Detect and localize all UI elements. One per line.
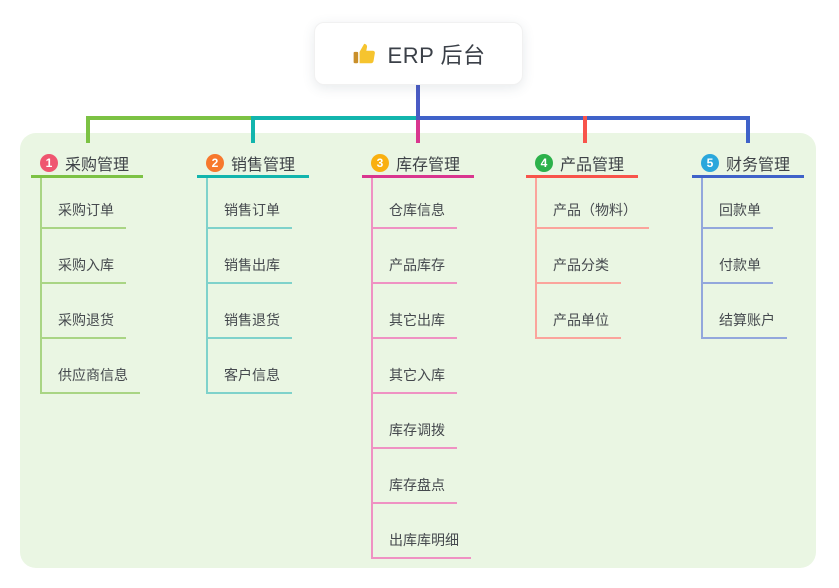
child-node[interactable]: 其它出库: [371, 275, 457, 339]
branch-product: 4 产品管理 产品（物料） 产品分类 产品单位: [526, 150, 649, 339]
branch-label: 销售管理: [231, 156, 296, 174]
child-node[interactable]: 付款单: [701, 220, 773, 284]
branch-spine-line: [535, 178, 537, 339]
child-node[interactable]: 产品库存: [371, 220, 457, 284]
child-node[interactable]: 库存调拨: [371, 385, 457, 449]
child-node[interactable]: 出库库明细: [371, 495, 471, 559]
child-node[interactable]: 销售订单: [206, 165, 292, 229]
child-node[interactable]: 库存盘点: [371, 440, 457, 504]
branch-number-badge: 3: [371, 153, 389, 172]
child-node[interactable]: 销售退货: [206, 275, 292, 339]
branch-children: 销售订单 销售出库 销售退货 客户信息: [206, 174, 292, 394]
branch-title-product[interactable]: 4 产品管理: [526, 150, 639, 178]
branch-sales: 2 销售管理 销售订单 销售出库 销售退货 客户信息: [197, 150, 310, 394]
branch-label: 产品管理: [560, 156, 625, 174]
thumbs-up-icon: [352, 41, 378, 67]
child-node[interactable]: 回款单: [701, 165, 773, 229]
root-node-label: ERP 后台: [387, 42, 486, 68]
branch-label: 财务管理: [726, 156, 791, 174]
branch-children: 回款单 付款单 结算账户: [701, 174, 787, 339]
branch-title-sales[interactable]: 2 销售管理: [197, 150, 310, 178]
branch-spine-line: [40, 178, 42, 394]
child-node[interactable]: 产品分类: [535, 220, 621, 284]
branch-children: 产品（物料） 产品分类 产品单位: [535, 174, 649, 339]
child-node[interactable]: 销售出库: [206, 220, 292, 284]
branch-label: 采购管理: [65, 156, 130, 174]
branches-background-panel: [20, 133, 816, 568]
branch-finance: 5 财务管理 回款单 付款单 结算账户: [692, 150, 805, 339]
child-node[interactable]: 产品（物料）: [535, 165, 649, 229]
child-node[interactable]: 产品单位: [535, 275, 621, 339]
child-node[interactable]: 其它入库: [371, 330, 457, 394]
branch-purchase: 1 采购管理 采购订单 采购入库 采购退货 供应商信息: [31, 150, 144, 394]
branch-number-badge: 5: [701, 153, 719, 172]
branch-title-finance[interactable]: 5 财务管理: [692, 150, 805, 178]
branch-children: 采购订单 采购入库 采购退货 供应商信息: [40, 174, 140, 394]
child-node[interactable]: 采购入库: [40, 220, 126, 284]
branch-spine-line: [206, 178, 208, 394]
child-node[interactable]: 仓库信息: [371, 165, 457, 229]
branch-spine-line: [701, 178, 703, 339]
child-node[interactable]: 供应商信息: [40, 330, 140, 394]
child-node[interactable]: 采购退货: [40, 275, 126, 339]
child-node[interactable]: 结算账户: [701, 275, 787, 339]
branch-number-badge: 4: [535, 153, 553, 172]
branch-children: 仓库信息 产品库存 其它出库 其它入库 库存调拨 库存盘点 出库库明细: [371, 174, 471, 559]
branch-title-inventory[interactable]: 3 库存管理: [362, 150, 475, 178]
branch-spine-line: [371, 178, 373, 559]
child-node[interactable]: 采购订单: [40, 165, 126, 229]
branch-number-badge: 2: [206, 153, 224, 172]
branch-title-purchase[interactable]: 1 采购管理: [31, 150, 144, 178]
branch-inventory: 3 库存管理 仓库信息 产品库存 其它出库 其它入库 库存调拨 库存盘点 出库库…: [362, 150, 475, 559]
branch-label: 库存管理: [396, 156, 461, 174]
branch-number-badge: 1: [40, 153, 58, 172]
root-node[interactable]: ERP 后台: [314, 22, 523, 85]
child-node[interactable]: 客户信息: [206, 330, 292, 394]
